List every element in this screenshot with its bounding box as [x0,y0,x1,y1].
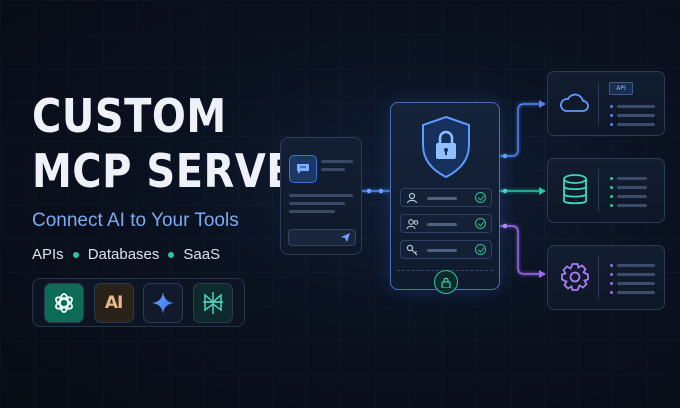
subtitle: Connect AI to Your Tools [32,210,239,231]
anthropic-logo-text: AI [104,292,124,313]
chat-text-line [321,160,353,163]
api-card: API [547,71,665,136]
users-icon [406,219,419,230]
chat-bubble-icon [289,155,317,183]
openai-logo [43,282,84,323]
api-badge: API [609,82,633,95]
key-icon [406,244,418,256]
mcp-server-panel [390,102,500,294]
check-icon [475,244,486,255]
send-icon[interactable] [341,233,350,242]
check-icon [475,192,486,203]
tag-databases: Databases [87,246,160,263]
server-row-user [400,188,492,207]
headline-line-2: MCP SERVER [32,145,326,199]
chat-input[interactable] [288,229,356,246]
user-icon [406,192,418,204]
gear-icon [561,263,589,291]
saas-card [547,245,665,310]
server-row-key [400,240,492,259]
lock-icon [441,277,451,288]
chat-text-line [289,210,335,213]
tag-saas: SaaS [183,246,221,263]
headline: CUSTOM MCP SERVER [32,90,325,195]
check-icon [475,218,486,229]
tag-list: APIs Databases SaaS [32,246,220,263]
ai-logo-strip: AI [32,278,245,327]
chat-text-line [289,202,345,205]
chat-text-line [321,168,345,171]
teal-dot-separator [168,251,175,258]
cloud-icon [560,93,589,112]
headline-line-1: CUSTOM [32,90,227,144]
gemini-logo [143,282,184,323]
server-row-group [400,214,492,233]
lock-badge [434,270,458,294]
database-icon [563,174,587,205]
perplexity-logo [193,282,234,323]
chat-text-line [289,194,353,197]
database-card [547,158,665,223]
tag-apis: APIs [32,246,64,263]
chat-client-panel [280,137,362,255]
teal-dot-separator [72,251,79,258]
shield-lock-icon [422,115,470,179]
anthropic-logo: AI [93,282,134,323]
